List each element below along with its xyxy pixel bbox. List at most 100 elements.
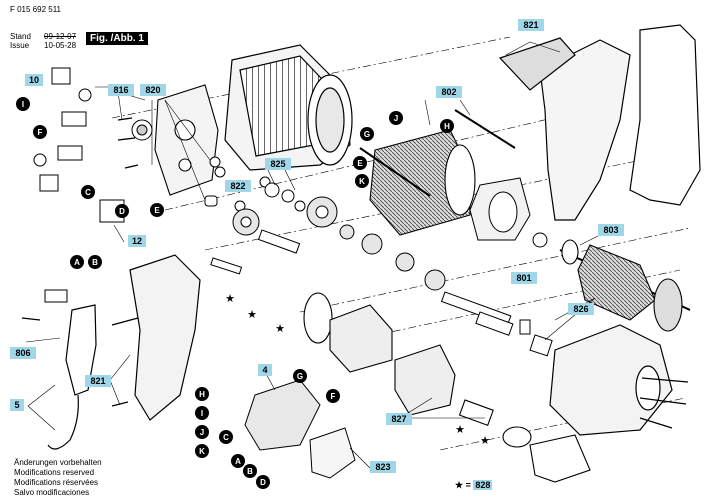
svg-text:825: 825 — [270, 159, 285, 169]
letter-I: I — [195, 406, 209, 420]
svg-text:F: F — [331, 392, 336, 401]
armature — [559, 239, 691, 332]
svg-text:K: K — [199, 447, 205, 456]
part-label-802: 802 — [436, 86, 462, 98]
svg-text:821: 821 — [523, 20, 538, 30]
letter-K: K — [355, 174, 369, 188]
rear-cover — [154, 84, 219, 196]
part-label-803: 803 — [598, 224, 624, 236]
svg-text:C: C — [85, 188, 91, 197]
issue-label: Issue — [10, 41, 30, 50]
part-label-822: 822 — [225, 180, 251, 192]
stand-date: 09-12-07 — [44, 32, 77, 41]
letter-D: D — [115, 204, 129, 218]
letter-B: B — [243, 464, 257, 478]
letter-G: G — [293, 369, 307, 383]
part-label-826: 826 — [568, 303, 594, 315]
switch-assembly — [99, 199, 356, 479]
star-icon: ★ — [225, 293, 235, 305]
svg-text:C: C — [223, 433, 229, 442]
part-label-823: 823 — [370, 461, 396, 473]
svg-text:5: 5 — [14, 400, 19, 410]
svg-text:J: J — [200, 428, 204, 437]
svg-text:I: I — [22, 100, 24, 109]
doc-number: F 015 692 511 — [10, 5, 62, 14]
gear-set — [232, 196, 446, 291]
svg-text:801: 801 — [516, 273, 531, 283]
letter-H: H — [440, 119, 454, 133]
letter-G: G — [360, 127, 374, 141]
svg-text:J: J — [394, 114, 398, 123]
svg-text:E: E — [357, 159, 363, 168]
part-label-4: 4 — [258, 364, 272, 376]
star-icon: ★ — [455, 480, 464, 490]
star-icon: ★ — [247, 309, 257, 321]
svg-text:806: 806 — [15, 348, 30, 358]
part-label-821-top: 821 — [518, 19, 544, 31]
letter-A: A — [231, 454, 245, 468]
letter-H: H — [195, 387, 209, 401]
letter-J: J — [389, 111, 403, 125]
svg-text:A: A — [235, 457, 241, 466]
part-label-806: 806 — [10, 347, 36, 359]
svg-text:D: D — [119, 207, 125, 216]
legend-number: 828 — [473, 480, 493, 490]
footer-line: Modifications reserved — [14, 468, 95, 477]
part-label-825: 825 — [265, 158, 291, 170]
star-icon: ★ — [455, 424, 465, 436]
part-label-820: 820 — [140, 84, 166, 96]
part-label-827: 827 — [386, 413, 412, 425]
letter-B: B — [88, 255, 102, 269]
part-label-816: 816 — [108, 84, 134, 96]
svg-text:G: G — [297, 372, 303, 381]
svg-text:B: B — [247, 467, 253, 476]
letter-E: E — [353, 156, 367, 170]
letter-C: C — [219, 430, 233, 444]
svg-text:B: B — [92, 258, 98, 267]
part-label-10: 10 — [25, 74, 43, 86]
footer-line: Änderungen vorbehalten — [14, 458, 102, 467]
letter-F: F — [33, 125, 47, 139]
motor-housing — [224, 44, 353, 171]
svg-text:827: 827 — [391, 414, 406, 424]
part-label-821-left: 821 — [85, 375, 111, 387]
svg-text:4: 4 — [262, 365, 267, 375]
svg-text:E: E — [154, 206, 160, 215]
footer-line: Salvo modificaciones — [14, 488, 90, 497]
letter-J: J — [195, 425, 209, 439]
svg-text:12: 12 — [132, 236, 142, 246]
letter-D: D — [256, 475, 270, 489]
svg-text:10: 10 — [29, 75, 39, 85]
svg-text:F: F — [38, 128, 43, 137]
svg-text:D: D — [260, 478, 266, 487]
figure-label: Fig. /Abb. 1 — [86, 32, 148, 45]
issue-date: 10-05-28 — [44, 41, 77, 50]
svg-text:826: 826 — [573, 304, 588, 314]
handle-housing — [498, 24, 701, 221]
part-label-12: 12 — [128, 235, 146, 247]
part-label-801: 801 — [511, 272, 537, 284]
letter-I: I — [16, 97, 30, 111]
footer-notes: Änderungen vorbehalten Modifications res… — [14, 458, 102, 498]
letter-A: A — [70, 255, 84, 269]
gear-housing — [549, 324, 673, 436]
spindle-assembly — [303, 292, 591, 483]
part-label-5: 5 — [10, 399, 24, 411]
footer-line: Modifications réservées — [14, 478, 99, 487]
letter-K: K — [195, 444, 209, 458]
svg-text:G: G — [364, 130, 370, 139]
svg-text:816: 816 — [113, 85, 128, 95]
svg-text:821: 821 — [90, 376, 105, 386]
svg-text:I: I — [201, 409, 203, 418]
svg-text:822: 822 — [230, 181, 245, 191]
legend-equals: = — [465, 480, 471, 490]
star-legend: ★ = 828 — [455, 480, 493, 491]
star-markers: ★ ★ ★ ★ ★ — [225, 293, 490, 447]
svg-text:823: 823 — [375, 462, 390, 472]
letter-C: C — [81, 185, 95, 199]
svg-text:820: 820 — [145, 85, 160, 95]
svg-text:K: K — [359, 177, 365, 186]
letter-F: F — [326, 389, 340, 403]
